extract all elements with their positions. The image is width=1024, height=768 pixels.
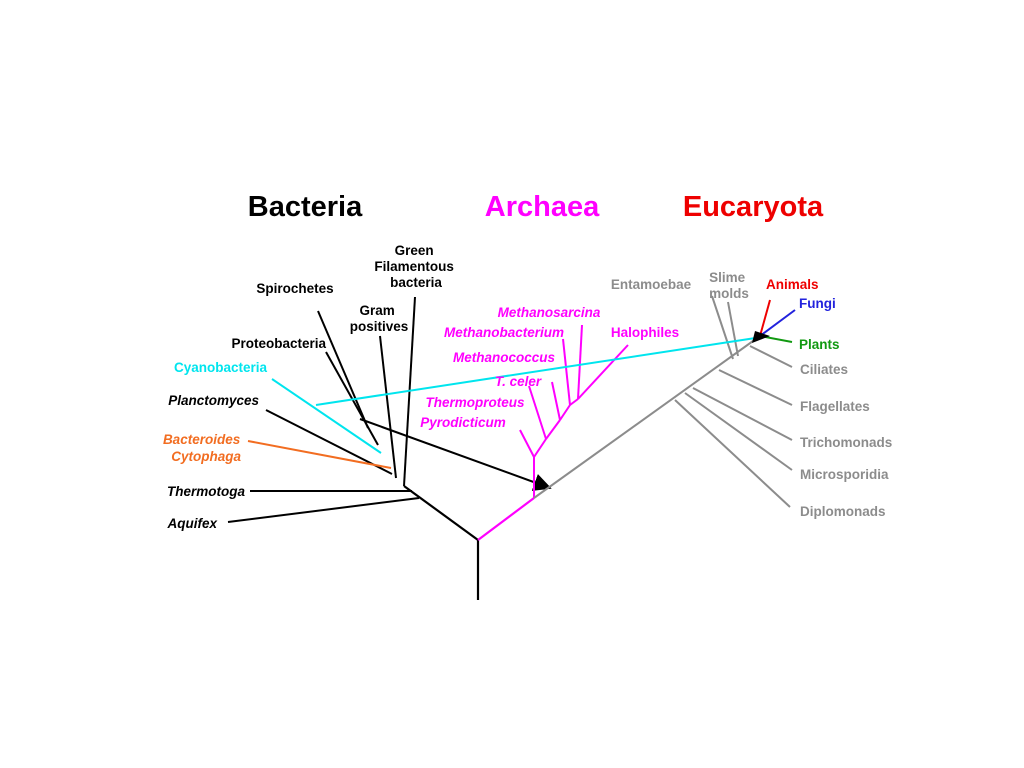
branch-fungi [759, 309, 796, 337]
label-spirochetes: Spirochetes [256, 281, 333, 296]
label-microsporidia: Microsporidia [800, 467, 889, 482]
branch-animals [759, 299, 771, 337]
label-halophiles: Halophiles [611, 325, 679, 340]
label-entamoebae: Entamoebae [611, 277, 692, 292]
label-aquifex: Aquifex [166, 516, 217, 531]
branch-aquifex [227, 497, 420, 523]
label-slime-molds: Slime molds [709, 270, 749, 301]
domain-title-archaea: Archaea [485, 191, 600, 223]
label-flagellates: Flagellates [800, 399, 870, 414]
label-plants: Plants [799, 337, 840, 352]
branch-cyanobacteria [271, 378, 382, 454]
label-trichomonads: Trichomonads [800, 435, 892, 450]
label-planctomyces: Planctomyces [168, 393, 259, 408]
label-methanobacterium: Methanobacterium [444, 325, 564, 340]
archaea-branches [519, 324, 629, 498]
label-methanosarcina: Methanosarcina [498, 305, 601, 320]
branch-spirochetes [317, 310, 369, 429]
label-proteobacteria: Proteobacteria [231, 336, 326, 351]
label-ciliates: Ciliates [800, 362, 848, 377]
label-thermotoga: Thermotoga [167, 484, 245, 499]
label-thermoproteus: Thermoproteus [425, 395, 525, 410]
chloroplast-arrowhead [752, 331, 770, 343]
mitochondria-arrow [359, 418, 552, 491]
eucaryota-branches [533, 295, 793, 508]
label-t-celer: T. celer [495, 374, 542, 389]
label-gram-positives: Gram positives [350, 303, 409, 334]
label-animals: Animals [766, 277, 819, 292]
domain-title-bacteria: Bacteria [248, 191, 363, 223]
root-trunk [403, 485, 535, 600]
label-bacteroides: Bacteroides Cytophaga [163, 432, 244, 464]
branch-gram-positives [379, 335, 397, 479]
label-pyrodicticum: Pyrodicticum [420, 415, 506, 430]
domain-title-eucaryota: Eucaryota [683, 191, 824, 223]
chloroplast-arrow [315, 336, 763, 406]
branch-bacteroides [247, 440, 392, 469]
label-diplomonads: Diplomonads [800, 504, 886, 519]
label-green-filamentous: Green Filamentous bacteria [374, 243, 457, 290]
label-fungi: Fungi [799, 296, 836, 311]
label-methanococcus: Methanococcus [453, 350, 556, 365]
label-cyanobacteria: Cyanobacteria [174, 360, 268, 375]
